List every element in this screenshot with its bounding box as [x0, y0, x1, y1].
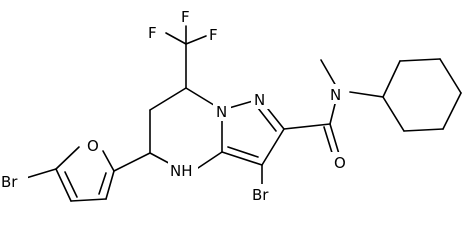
- molecule-drawing: F F F N N N O NH Br O Br: [0, 5, 462, 204]
- bond-cy-2: [399, 58, 441, 62]
- atom-labels: F F F N N N O NH Br O Br: [0, 5, 349, 204]
- bond-furan-c5-c4-double: [64, 171, 78, 198]
- bond-cy-5: [403, 128, 444, 132]
- atom-f-top: F: [181, 8, 190, 26]
- atom-o-carbonyl: O: [334, 154, 346, 172]
- atom-o-furan: O: [87, 137, 99, 155]
- bond-cy-1: [382, 60, 401, 98]
- atom-br-ring: Br: [252, 186, 269, 204]
- molecule-structure: F F F N N N O NH Br O Br: [0, 5, 462, 204]
- bond-cy-3: [439, 58, 462, 94]
- bond-n-cyclohexyl: [349, 91, 384, 98]
- atom-nh: NH: [170, 162, 193, 180]
- bond-n1-c2-double: [257, 107, 277, 132]
- bond-c2-carbonyl: [283, 123, 331, 130]
- bond-furan-c4-c3: [70, 198, 107, 202]
- atom-n-ring-right: N: [254, 91, 265, 109]
- bond-furan-br: [25, 168, 57, 179]
- bond-c3-c3a: [221, 151, 263, 166]
- bond-carbonyl-o: [329, 123, 340, 155]
- bond-c5-furan: [113, 152, 151, 172]
- bond-furan-c5-c4: [55, 168, 72, 202]
- atom-n-ring-left: N: [216, 103, 227, 121]
- bonds: [25, 25, 462, 202]
- bond-furan-c2-o: [102, 150, 115, 172]
- bond-furan-c3-c2-double: [98, 172, 107, 195]
- bond-furan-c3-c2: [105, 170, 115, 200]
- bond-c7-c6: [149, 87, 187, 111]
- bond-cy-4: [442, 92, 462, 130]
- bond-n4-c3a: [197, 151, 223, 169]
- bond-cf3-f-left: [165, 32, 187, 45]
- bond-cf3-f-right: [185, 35, 207, 45]
- bond-c3-c3a-double: [227, 146, 259, 158]
- bond-furan-o-c5: [55, 146, 80, 170]
- atom-br-furan: Br: [1, 173, 18, 191]
- bond-n-methyl: [320, 59, 337, 87]
- bond-carbonyl-o-double: [323, 126, 334, 157]
- bond-c2-c3: [261, 128, 285, 166]
- atom-n-amide: N: [330, 86, 341, 104]
- bond-cy-6: [382, 96, 405, 132]
- atom-f-left: F: [148, 24, 157, 42]
- atom-f-right: F: [209, 26, 218, 44]
